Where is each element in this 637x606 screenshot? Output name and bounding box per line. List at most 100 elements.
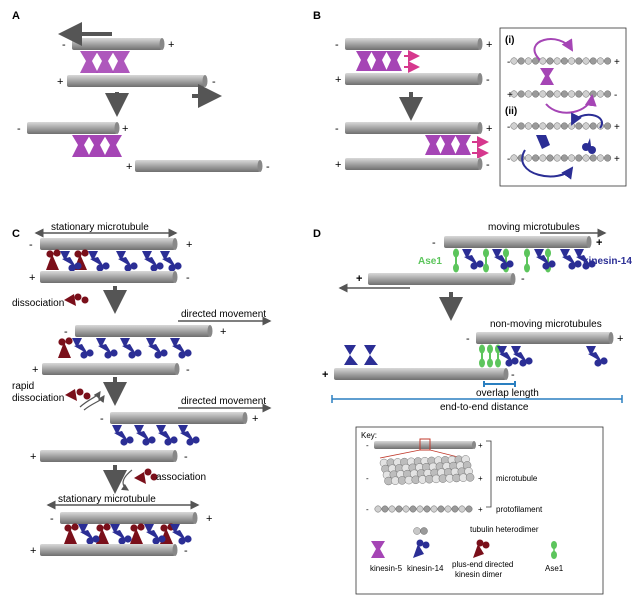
plus-end-kinesin-head (160, 524, 168, 532)
tubulin-subunit (589, 57, 597, 65)
kinesin-14-head (126, 436, 134, 444)
kinesin-5-step-arrow (533, 38, 574, 61)
tubulin-subunit (575, 122, 583, 130)
tubulin-subunit (596, 57, 604, 65)
minus-end-label: - (212, 76, 216, 88)
tubulin-subunit (568, 154, 576, 162)
plus-end-kinesin-head (64, 524, 72, 532)
plus-end-kinesin-head (46, 250, 54, 258)
plus-end-label: + (206, 513, 212, 525)
tubulin-subunit (409, 505, 417, 513)
plus-end-kinesin-head (65, 337, 73, 345)
kinesin-14-tail (178, 425, 188, 435)
kinesin-14-head (470, 262, 478, 270)
kinesin-5-motors (425, 135, 471, 155)
ase1-domain (479, 344, 485, 354)
kinesin-5-icon (371, 541, 385, 558)
kinesin-14-head (164, 438, 172, 446)
dissociation-label: dissociation (12, 298, 64, 309)
kinesin-14-head (104, 351, 112, 359)
plus-end-label: + (32, 364, 38, 376)
tubulin-subunit (560, 90, 568, 98)
minus-end-label: - (100, 413, 104, 425)
kinesin-14-tail (160, 251, 170, 261)
kinesin-14-head (574, 260, 582, 268)
panel-c-label: C (12, 228, 20, 240)
tubulin-subunit (539, 154, 547, 162)
ase1-icon (551, 541, 557, 559)
tubulin-subunit (553, 122, 561, 130)
zoom-line (379, 449, 421, 459)
tubulin-subunit (510, 57, 518, 65)
plus-end-label: + (322, 369, 328, 381)
tubulin-subunit (517, 122, 525, 130)
tubulin-subunit (589, 90, 597, 98)
microtubule (345, 122, 483, 134)
kinesin-14-head (102, 262, 110, 270)
tubulin-subunit (560, 154, 568, 162)
kinesin-14-head (178, 537, 186, 545)
key-kinesin-5-label: kinesin-5 (370, 564, 403, 573)
tubulin-subunit (524, 90, 532, 98)
kinesin-14-tail (560, 249, 570, 259)
plus-end-kinesin-head (130, 524, 138, 532)
kinesin-14-head (519, 359, 527, 367)
key-protofilament-label: protofilament (496, 505, 543, 514)
kinesin-14-unbound (364, 345, 378, 365)
motor-layer-3 (112, 425, 200, 446)
microtubule-lattice (379, 455, 475, 486)
tubulin-subunit (402, 505, 410, 513)
kinesin-14-head (120, 438, 128, 446)
kinesin-14-head (582, 262, 590, 270)
tubulin-subunit (524, 122, 532, 130)
minus-end-label: - (486, 159, 490, 171)
plus-end-label: + (168, 39, 174, 51)
microtubule (368, 273, 516, 285)
microtubule (40, 238, 178, 250)
tubulin-subunit (560, 57, 568, 65)
minus-end-label: - (64, 326, 68, 338)
ase1-domain (487, 344, 493, 354)
stationary-microtubule-label: stationary microtubule (58, 494, 156, 505)
motor-layer-d2 (344, 344, 608, 368)
microtubule (75, 325, 213, 337)
tubulin-subunit (604, 90, 612, 98)
tubulin-subunit (465, 473, 475, 482)
plus-end-label: + (486, 123, 492, 135)
kinesin-14-head (142, 438, 150, 446)
microtubule (374, 441, 476, 449)
tubulin-subunit (575, 154, 583, 162)
tubulin-subunit (589, 154, 597, 162)
tubulin-subunit (582, 154, 590, 162)
motor-layer-2 (58, 337, 192, 359)
tubulin-subunit (604, 122, 612, 130)
kinesin-14-head (150, 264, 158, 272)
tubulin-subunit (582, 122, 590, 130)
kinesin-14-head (86, 537, 94, 545)
plus-end-label: + (614, 154, 620, 165)
microtubule (334, 368, 509, 380)
minus-end-label: - (507, 154, 510, 165)
microtubule (110, 412, 248, 424)
plus-end-label: + (122, 123, 128, 135)
kinesin-14-head (124, 535, 132, 543)
kinesin-14-tail (112, 425, 122, 435)
plus-end-label: + (186, 239, 192, 251)
kinesin-14-tail (60, 251, 70, 261)
moving-microtubules-label: moving microtubules (488, 222, 580, 233)
kinesin-14-head (158, 535, 166, 543)
plus-end-kinesin-icon (473, 539, 490, 558)
kinesin-14-head (68, 264, 76, 272)
minus-end-label: - (29, 239, 33, 251)
plus-end-kinesin-head (53, 249, 61, 257)
minus-end-label: - (432, 237, 436, 249)
inset-box (499, 27, 627, 187)
stationary-microtubule-label: stationary microtubule (51, 222, 149, 233)
tubulin-subunit (568, 57, 576, 65)
tubulin-subunit (510, 122, 518, 130)
microtubule (444, 236, 592, 248)
microtubule (72, 38, 165, 50)
kinesin-14-tail (88, 251, 98, 261)
motor-layer-1 (46, 249, 182, 272)
microtubule (67, 75, 208, 87)
